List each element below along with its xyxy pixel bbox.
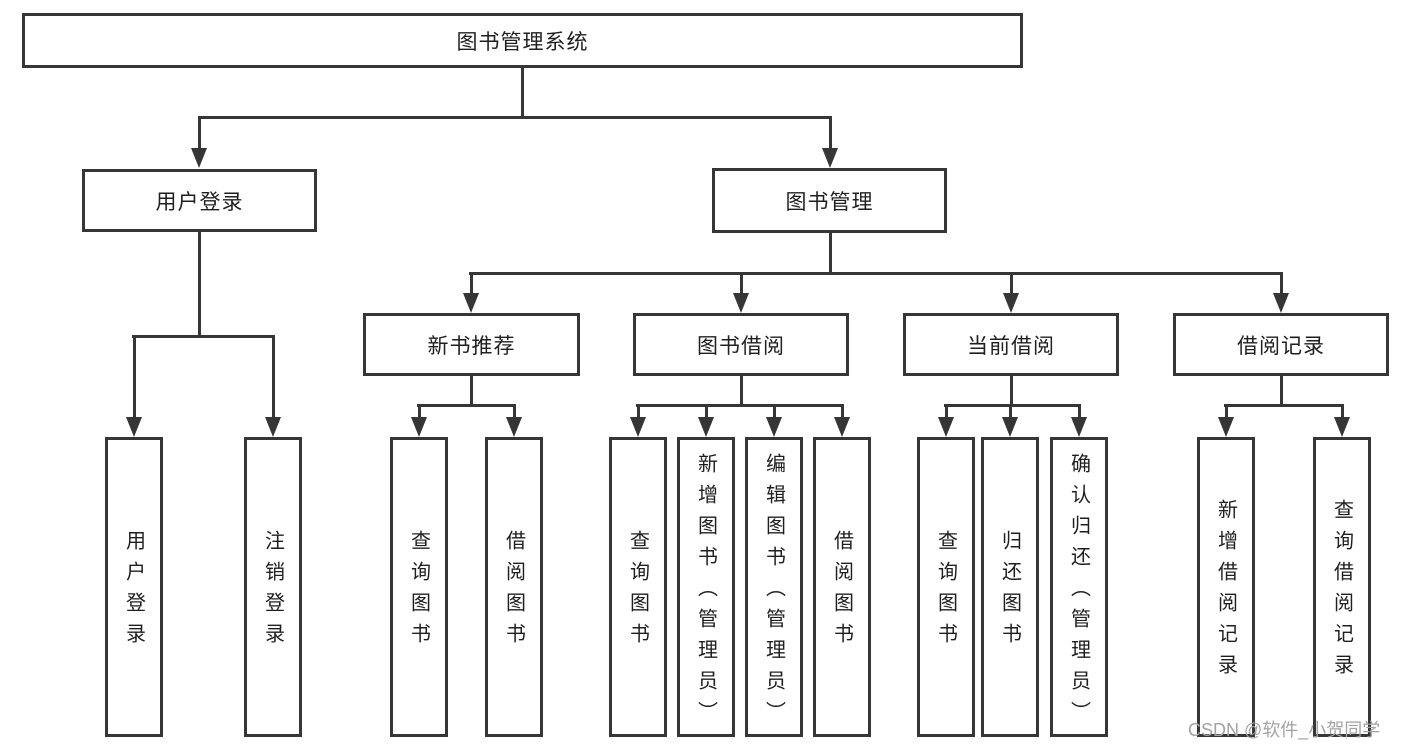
connector-arrow-shaft-leaf: [1340, 407, 1344, 419]
connector-arrow-shaft-new-book-recommendation: [470, 275, 473, 295]
node-label: 查询借阅记录: [1330, 499, 1353, 685]
node-label: 查询图书: [626, 530, 649, 654]
arrow-down-icon: [938, 417, 954, 437]
node-label: 借阅图书: [830, 530, 853, 654]
node-leaf-borrow-books-borrow: 借阅图书: [813, 437, 871, 737]
connector-arrow-shaft-leaf: [704, 407, 708, 419]
connector-user-login-stem: [198, 232, 201, 338]
node-label: 确认归还（管理员）: [1067, 452, 1090, 732]
node-label: 查询图书: [934, 530, 957, 654]
node-leaf-add-books-admin: 新增图书（管理员）: [677, 437, 735, 737]
arrow-down-icon: [822, 148, 838, 168]
node-leaf-return-books: 归还图书: [981, 437, 1039, 737]
connector-borrowing-branch: [636, 404, 844, 407]
connector-arrow-shaft-book-management: [829, 119, 832, 150]
node-leaf-borrow-books-recommend: 借阅图书: [485, 437, 543, 737]
node-label: 用户登录: [155, 190, 244, 214]
connector-book-management-stem: [829, 233, 832, 275]
node-current-borrowing: 当前借阅: [903, 313, 1119, 376]
connector-root-stem: [521, 68, 524, 119]
node-label: 归还图书: [998, 530, 1021, 654]
connector-borrowing-stem: [740, 376, 743, 407]
arrow-down-icon: [126, 417, 142, 437]
node-book-borrowing: 图书借阅: [633, 313, 849, 376]
node-borrowing-records: 借阅记录: [1173, 313, 1389, 376]
connector-arrow-shaft-leaf: [1008, 407, 1012, 419]
node-label: 注销登录: [261, 530, 284, 654]
connector-level2-branch: [198, 116, 832, 119]
node-label: 图书借阅: [697, 334, 785, 358]
connector-records-stem: [1280, 376, 1283, 407]
node-book-management: 图书管理: [712, 168, 947, 233]
node-label: 新增借阅记录: [1214, 499, 1237, 685]
connector-arrow-shaft-borrowing-records: [1280, 275, 1283, 295]
connector-level3-branch: [469, 272, 1283, 275]
connector-arrow-shaft-leaf: [1224, 407, 1228, 419]
arrow-down-icon: [1218, 417, 1234, 437]
node-label: 编辑图书（管理员）: [762, 452, 785, 732]
node-label: 借阅图书: [502, 530, 525, 654]
connector-current-stem: [1010, 376, 1013, 407]
node-label: 借阅记录: [1237, 334, 1325, 358]
connector-arrow-shaft-leaf: [840, 407, 844, 419]
arrow-down-icon: [698, 417, 714, 437]
connector-arrow-shaft-book-borrowing: [740, 275, 743, 295]
node-leaf-edit-books-admin: 编辑图书（管理员）: [745, 437, 803, 737]
node-leaf-confirm-return-admin: 确认归还（管理员）: [1050, 437, 1108, 737]
node-label: 查询图书: [407, 530, 430, 654]
arrow-down-icon: [733, 293, 749, 313]
arrow-down-icon: [834, 417, 850, 437]
connector-recommendation-branch: [417, 404, 516, 407]
connector-arrow-shaft-leaf: [772, 407, 776, 419]
arrow-down-icon: [766, 417, 782, 437]
arrow-down-icon: [1071, 417, 1087, 437]
node-leaf-query-books-borrow: 查询图书: [609, 437, 667, 737]
node-library-management-system: 图书管理系统: [22, 13, 1023, 68]
connector-arrow-shaft-leaf: [1077, 407, 1081, 419]
arrow-down-icon: [411, 417, 427, 437]
connector-arrow-shaft-leaf: [512, 407, 516, 419]
connector-current-branch: [944, 404, 1081, 407]
node-leaf-user-login: 用户登录: [105, 437, 163, 737]
arrow-down-icon: [1003, 293, 1019, 313]
node-leaf-query-borrow-record: 查询借阅记录: [1313, 437, 1371, 737]
node-leaf-query-books-current: 查询图书: [917, 437, 975, 737]
node-user-login: 用户登录: [82, 169, 317, 232]
arrow-down-icon: [1002, 417, 1018, 437]
connector-arrow-shaft-leaf-logout: [271, 338, 275, 418]
node-label: 新增图书（管理员）: [694, 452, 717, 732]
node-label: 当前借阅: [967, 334, 1055, 358]
node-new-book-recommendation: 新书推荐: [363, 313, 580, 376]
connector-records-branch: [1224, 404, 1344, 407]
arrow-down-icon: [1334, 417, 1350, 437]
connector-arrow-shaft-leaf: [944, 407, 948, 419]
node-label: 图书管理系统: [456, 30, 589, 54]
node-label: 图书管理: [785, 190, 874, 214]
node-label: 新书推荐: [427, 334, 516, 358]
connector-arrow-shaft-leaf: [417, 407, 421, 419]
connector-user-login-branch: [132, 335, 275, 338]
node-label: 用户登录: [122, 530, 145, 654]
arrow-down-icon: [463, 293, 479, 313]
connector-arrow-shaft-leaf: [636, 407, 640, 419]
node-leaf-logout: 注销登录: [244, 437, 302, 737]
arrow-down-icon: [265, 417, 281, 437]
connector-arrow-shaft-current-borrowing: [1010, 275, 1013, 295]
arrow-down-icon: [630, 417, 646, 437]
connector-arrow-shaft-user-login: [198, 119, 201, 150]
connector-recommendation-stem: [470, 376, 473, 407]
connector-arrow-shaft-leaf-user-login: [132, 338, 136, 418]
arrow-down-icon: [506, 417, 522, 437]
node-leaf-add-borrow-record: 新增借阅记录: [1197, 437, 1255, 737]
node-leaf-query-books-recommend: 查询图书: [390, 437, 448, 737]
csdn-watermark: CSDN @软件_小贺同学: [1188, 720, 1381, 740]
arrow-down-icon: [1273, 293, 1289, 313]
arrow-down-icon: [191, 148, 207, 168]
